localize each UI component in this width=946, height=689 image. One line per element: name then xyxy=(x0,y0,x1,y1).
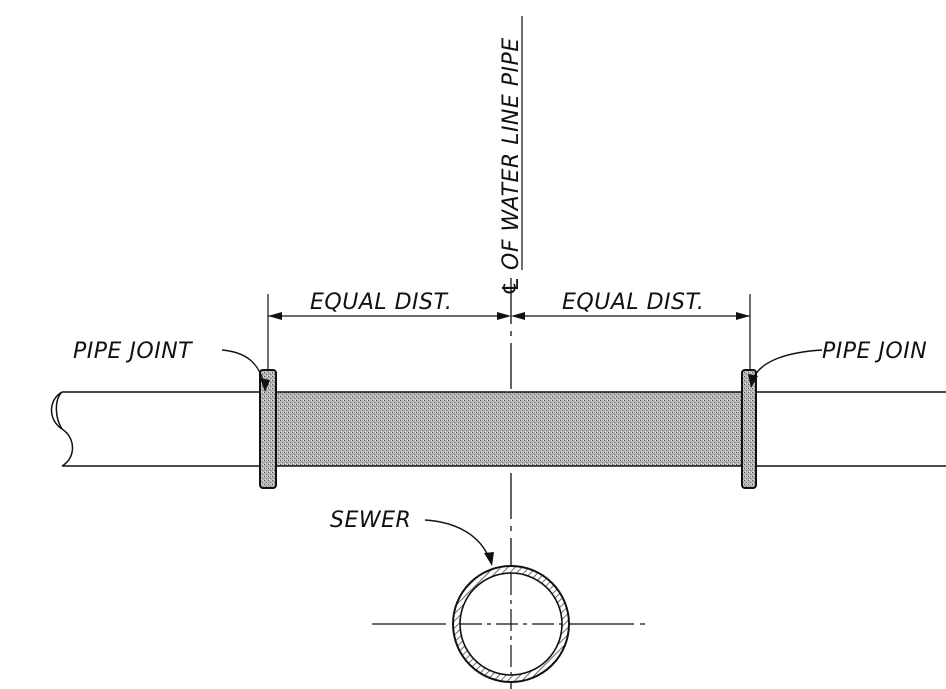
centerline-label-group: ℄ OF WATER LINE PIPE xyxy=(499,16,524,296)
arrow-right-end xyxy=(736,312,750,320)
centerline-symbol: ℄ xyxy=(499,276,524,296)
dimension-label-left: EQUAL DIST. xyxy=(310,290,452,315)
sewer-leader xyxy=(424,519,491,561)
left-pipe-break xyxy=(50,391,74,467)
arrow-left-end xyxy=(497,312,511,320)
centerline-label: OF WATER LINE PIPE xyxy=(499,37,524,270)
arrow-left-start xyxy=(268,312,282,320)
dimension-label-right: EQUAL DIST. xyxy=(562,290,704,315)
pipe-joint-leader-right xyxy=(751,349,823,383)
sewer-label: SEWER xyxy=(330,508,411,533)
right-pipe-joint xyxy=(741,369,757,489)
full-length-pipe-section xyxy=(275,391,743,467)
left-pipe-joint xyxy=(259,369,277,489)
pipe-joint-label-left: PIPE JOINT xyxy=(73,339,193,364)
pipe-joint-label-right: PIPE JOIN xyxy=(822,339,927,364)
arrow-right-start xyxy=(511,312,525,320)
pipe-joint-leader-left xyxy=(221,349,266,389)
